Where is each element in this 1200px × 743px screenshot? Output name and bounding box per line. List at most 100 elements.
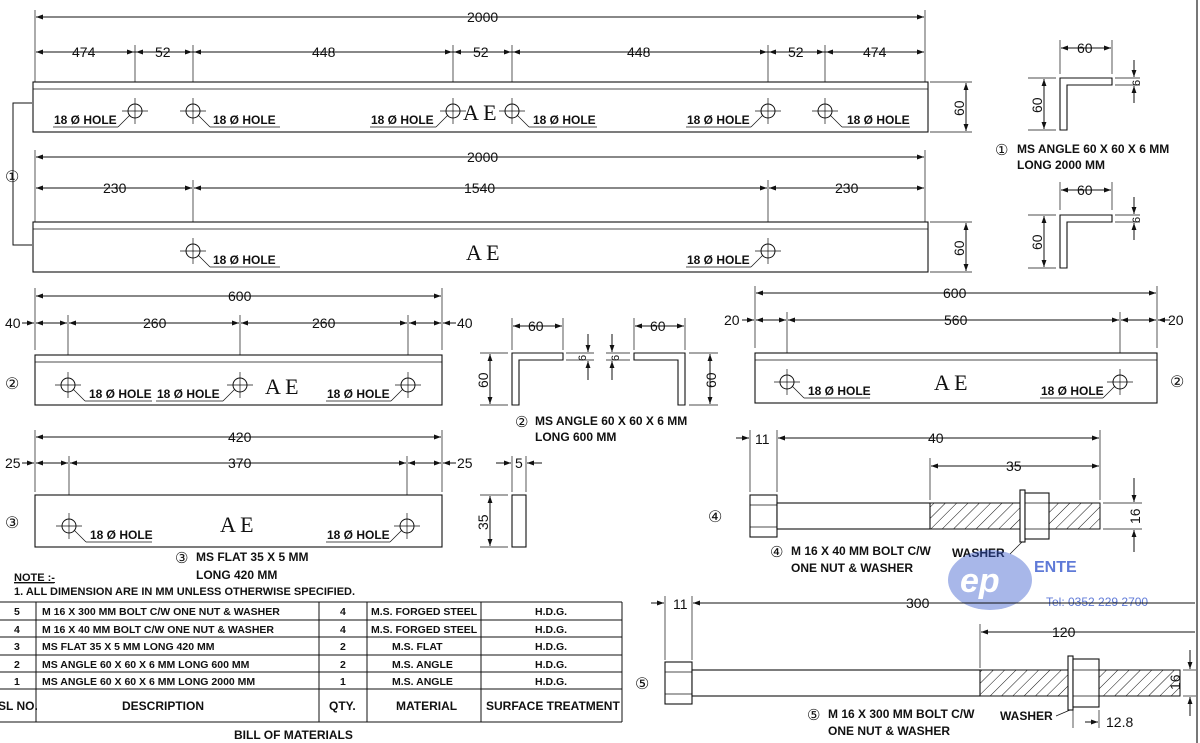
item-marker-2-right: ② [1170,374,1184,391]
part2-right-group: 600 20 560 20 18 Ø HOLE 18 Ø HOLE A E ② [724,285,1184,404]
hole-4 [499,98,525,124]
bom-title: BILL OF MATERIALS [234,728,353,742]
bom-cell-surface: H.D.G. [535,624,567,636]
stamp-text1: ENTE [1034,559,1077,576]
section-width-60: 60 [1077,40,1093,56]
bom-header-surface: SURFACE TREATMENT [486,699,620,713]
bolt5-nut-12-8: 12.8 [1106,714,1133,730]
dim-end-25-left: 25 [5,455,21,471]
section2-width-60-right: 60 [650,318,666,334]
item-marker-2: ② [5,376,19,393]
bolt5-length-300: 300 [906,595,930,611]
dim-230-left: 230 [103,180,127,196]
dim-height-60-bottom: 60 [951,240,967,256]
maker-mark: A E [934,370,968,395]
part1-title-line1: MS ANGLE 60 X 60 X 6 MM [1017,142,1169,156]
bom-header-qty: QTY. [329,699,356,713]
bom-cell-desc: MS ANGLE 60 X 60 X 6 MM LONG 600 MM [42,659,250,671]
section-height-60: 60 [1029,234,1045,250]
dim-height-60-top: 60 [951,100,967,116]
bom-cell-surface: H.D.G. [535,641,567,653]
section2-thk-6-right: 6 [610,355,622,361]
part4-title-marker: ④ [770,544,783,561]
section2-height-60-left: 60 [475,372,491,388]
hole-label: 18 Ø HOLE [327,387,390,401]
part5-group: 11 300 120 ⑤ 12.8 16 WASHER ⑤ M 16 X 300… [635,595,1196,738]
angle-section-bottom: 60 60 6 [1028,182,1143,269]
bom-cell-material: M.S. FORGED STEEL [371,624,478,636]
bom-cell-material: M.S. ANGLE [392,659,453,671]
hole-label: 18 Ø HOLE [89,387,152,401]
dim-474-left: 474 [72,44,96,60]
hole-label: 18 Ø HOLE [54,113,117,127]
bom-cell-qty: 1 [340,676,346,688]
dim-overall-600-left: 600 [228,288,252,304]
bolt4-thread-35: 35 [1006,458,1022,474]
hole-11 [395,372,421,398]
dim-260-a: 260 [143,315,167,331]
note-line-1: 1. ALL DIMENSION ARE IN MM UNLESS OTHERW… [14,586,355,598]
hole-label: 18 Ø HOLE [213,253,276,267]
dim-end-40-left: 40 [5,315,21,331]
bom-cell-surface: H.D.G. [535,676,567,688]
bolt5-thread-120: 120 [1052,624,1076,640]
bom-cell-sl: 2 [14,659,20,671]
washer-label: WASHER [1000,709,1053,723]
bolt5-shank [691,669,981,697]
hole-14 [56,513,82,539]
dim-overall-2000-top: 2000 [467,9,498,25]
part3-title-line1: MS FLAT 35 X 5 MM [196,550,308,564]
bolt4-head [749,494,778,538]
hole-12 [774,369,800,395]
bom-cell-qty: 2 [340,641,346,653]
part5-title-line2: ONE NUT & WASHER [828,724,950,738]
part2-title-line2: LONG 600 MM [535,430,616,444]
maker-mark: A E [466,240,500,265]
dim-448-b: 448 [627,44,651,60]
item-marker-1: ① [5,169,19,186]
bolt5-nut [1072,658,1100,708]
maker-mark: A E [220,512,254,537]
hole-9 [55,372,81,398]
dim-560: 560 [944,312,968,328]
bolt5-dia-16: 16 [1167,674,1183,690]
bolt4-shank [776,502,931,530]
hole-2 [180,98,206,124]
hole-label: 18 Ø HOLE [1041,384,1104,398]
part2-title-line1: MS ANGLE 60 X 60 X 6 MM [535,414,687,428]
part4-title-line2: ONE NUT & WASHER [791,561,913,575]
hole-label: 18 Ø HOLE [687,113,750,127]
company-stamp: ep ENTE Tel: 0352 229 2700 [948,550,1148,610]
dim-448-a: 448 [312,44,336,60]
hole-label: 18 Ø HOLE [90,528,153,542]
bolt5-head-11: 11 [673,596,688,612]
bom-row: 2 MS ANGLE 60 X 60 X 6 MM LONG 600 MM 2 … [14,659,567,671]
bolt4-thread [929,502,1101,530]
item-marker-5: ⑤ [635,676,649,693]
part2-left-group: 600 40 260 260 40 ② 18 Ø HOLE 18 Ø HOLE … [5,288,473,406]
maker-mark: A E [463,100,497,125]
bom-cell-qty: 4 [340,606,346,618]
item-marker-3: ③ [5,515,19,532]
bolt4-length-40: 40 [928,430,944,446]
bom-cell-desc: MS FLAT 35 X 5 MM LONG 420 MM [42,641,215,653]
flat-thk-5: 5 [515,455,523,471]
part3-group: 420 25 370 25 ③ 18 Ø HOLE 18 Ø HOLE A E … [5,429,542,582]
bom-cell-sl: 3 [14,641,20,653]
bom-header-material: MATERIAL [396,699,457,713]
section2-width-60-left: 60 [528,318,544,334]
bom-cell-desc: M 16 X 40 MM BOLT C/W ONE NUT & WASHER [42,624,274,636]
part3-title-marker: ③ [175,550,188,567]
hole-5 [755,98,781,124]
bom-cell-sl: 5 [14,606,20,618]
bom-cell-material: M.S. FORGED STEEL [371,606,478,618]
dim-1540: 1540 [464,180,495,196]
bom-cell-desc: M 16 X 300 MM BOLT C/W ONE NUT & WASHER [42,606,280,618]
stamp-logo: ep [960,562,1000,600]
bom-row: 1 MS ANGLE 60 X 60 X 6 MM LONG 2000 MM 1… [14,676,567,688]
section-width-60: 60 [1077,182,1093,198]
hole-label: 18 Ø HOLE [847,113,910,127]
hole-label: 18 Ø HOLE [371,113,434,127]
part1-title-line2: LONG 2000 MM [1017,158,1105,172]
maker-mark: A E [265,374,299,399]
